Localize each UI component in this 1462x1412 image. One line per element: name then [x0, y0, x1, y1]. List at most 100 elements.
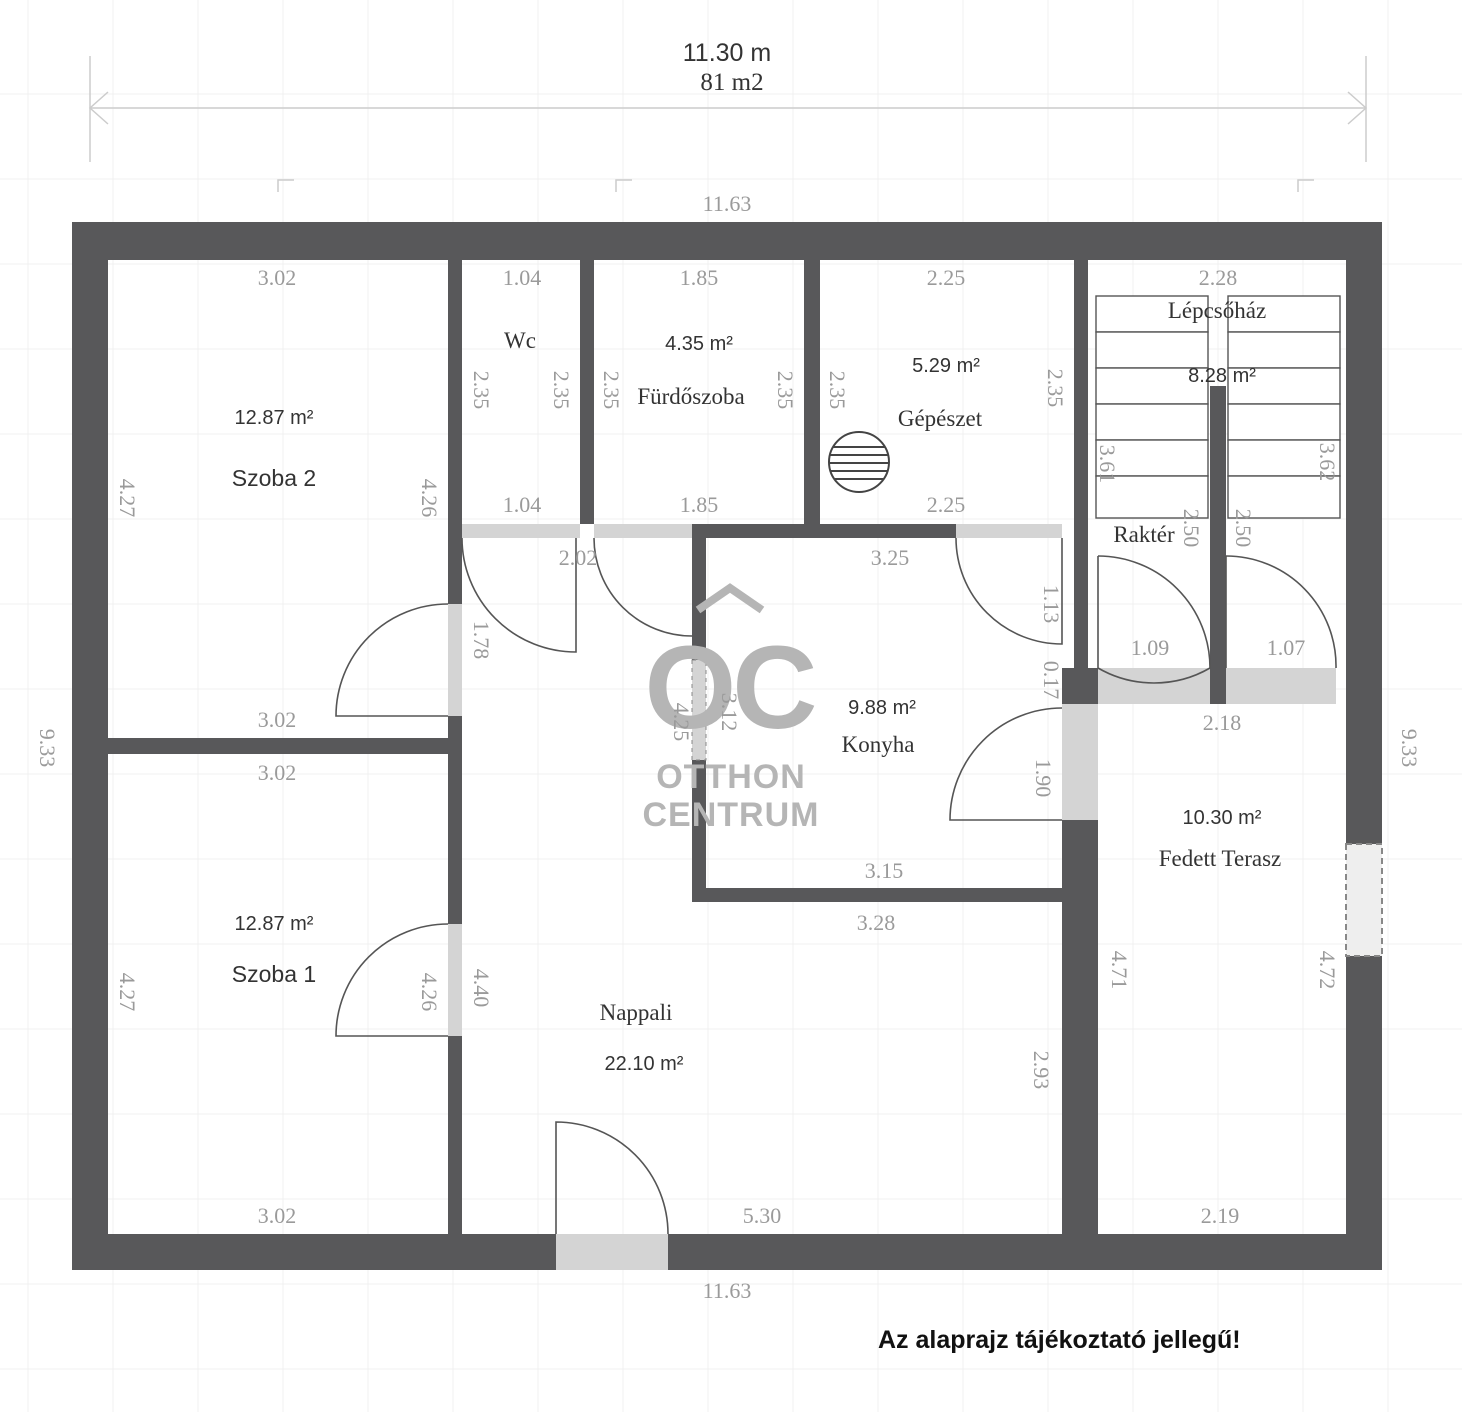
- room-area-szoba1: 12.87 m²: [235, 913, 314, 935]
- room-area-terasz: 10.30 m²: [1183, 807, 1262, 829]
- wall-furdo-gep: [804, 260, 820, 524]
- dim-szoba2-left: 4.27: [115, 479, 140, 518]
- dim-szoba1-top: 3.02: [258, 760, 297, 785]
- walls: [72, 222, 1382, 1270]
- room-name-szoba1: Szoba 1: [232, 961, 316, 987]
- dim-rakter-bottom-right: 1.07: [1267, 635, 1306, 660]
- opening-rakter-right: [1226, 668, 1336, 704]
- room-name-furdo: Fürdőszoba: [637, 384, 744, 409]
- logo-line2: CENTRUM: [643, 796, 820, 834]
- dim-furdo-bottom: 1.85: [680, 492, 719, 517]
- dim-szoba2-bottom: 3.02: [258, 707, 297, 732]
- dim-terasz-top: 2.18: [1203, 710, 1242, 735]
- disclaimer-text: Az alaprajz tájékoztató jellegű!: [878, 1326, 1241, 1354]
- opening-rakter-left: [1098, 668, 1210, 704]
- dim-terasz-left: 4.71: [1107, 951, 1132, 990]
- dim-outer-top: 11.63: [703, 191, 752, 216]
- opening-kitchen-left: [691, 659, 707, 761]
- dim-konyha-right-top: 1.13: [1039, 585, 1064, 624]
- room-area-gepeszet: 5.29 m²: [912, 355, 980, 377]
- dim-wc-left: 2.35: [469, 371, 494, 410]
- wall-kitchen-bottom: [692, 888, 1062, 902]
- outer-wall-left: [72, 222, 108, 1270]
- room-area-furdo: 4.35 m²: [665, 333, 733, 355]
- dim-szoba1-bottom: 3.02: [258, 1203, 297, 1228]
- room-name-gepeszet: Gépészet: [898, 406, 983, 431]
- room-area-lepcso: 8.28 m²: [1188, 365, 1256, 387]
- opening-szoba1: [448, 924, 462, 1036]
- dim-rakter-right: 2.50: [1231, 509, 1256, 548]
- dim-wc-bottom: 1.04: [503, 492, 542, 517]
- room-name-lepcso: Lépcsőház: [1168, 298, 1266, 323]
- opening-szoba2: [448, 604, 462, 716]
- dim-gep-top: 2.25: [927, 265, 966, 290]
- dim-rakter-bottom-left: 1.09: [1131, 635, 1170, 660]
- dim-nappali-right: 2.93: [1029, 1051, 1054, 1090]
- dim-furdo-top: 1.85: [680, 265, 719, 290]
- dim-konyha-right-bottom: 1.90: [1031, 759, 1056, 798]
- dim-szoba2-top: 3.02: [258, 265, 297, 290]
- logo-line1: OTTHON: [656, 758, 806, 796]
- dim-outer-left: 9.33: [35, 729, 60, 768]
- dim-gep-right: 2.35: [1043, 369, 1068, 408]
- outer-wall-top: [72, 222, 1382, 260]
- dim-konyha-below: 3.28: [857, 910, 896, 935]
- dim-szoba1-right: 4.26: [417, 973, 442, 1012]
- opening-wc: [462, 524, 580, 538]
- dim-outer-right: 9.33: [1397, 729, 1422, 768]
- opening-konyha-right: [1062, 704, 1098, 820]
- dim-furdo-left: 2.35: [599, 371, 624, 410]
- dim-lepcso-left: 3.61: [1095, 445, 1120, 484]
- wall-bedrooms-right-mid: [448, 716, 462, 924]
- dim-gep-left: 2.35: [825, 371, 850, 410]
- wall-wc-furdo: [580, 260, 594, 524]
- dim-wc-top: 1.04: [503, 265, 542, 290]
- wall-bedrooms-right-lower: [448, 1036, 462, 1234]
- wall-terrace-pillar: [1062, 668, 1098, 704]
- logo-initials: OC: [645, 622, 815, 754]
- room-labels: 12.87 m² Szoba 2 12.87 m² Szoba 1 Wc 4.3…: [232, 298, 1281, 1075]
- wall-openings: [448, 524, 1383, 1270]
- overall-width-label: 11.30 m: [683, 39, 771, 67]
- wall-gep-lepcso: [1074, 260, 1088, 668]
- opening-furdo: [594, 524, 692, 538]
- outer-wall-bottom: [72, 1234, 1382, 1270]
- overall-width-arrow: [88, 56, 1368, 192]
- wall-kitchen-top: [692, 524, 956, 538]
- dim-konyha-left2: 4.25: [669, 703, 694, 742]
- dim-terasz-right: 4.72: [1315, 951, 1340, 990]
- dim-rakter-left: 2.50: [1179, 509, 1204, 548]
- room-name-wc: Wc: [504, 328, 536, 353]
- dim-nappali-left: 4.40: [469, 969, 494, 1008]
- room-name-terasz: Fedett Terasz: [1159, 846, 1282, 871]
- dim-corridor-side: 1.78: [469, 621, 494, 660]
- dim-konyha-top: 3.25: [871, 545, 910, 570]
- room-name-konyha: Konyha: [842, 732, 915, 757]
- boiler-symbol: [828, 431, 890, 493]
- dim-furdo-right: 2.35: [773, 371, 798, 410]
- room-area-nappali: 22.10 m²: [605, 1053, 684, 1075]
- dim-gep-bottom: 2.25: [927, 492, 966, 517]
- dim-lepcso-top: 2.28: [1199, 265, 1238, 290]
- overall-area-label: 81 m2: [700, 69, 763, 96]
- room-name-rakter: Raktér: [1113, 522, 1175, 547]
- room-area-konyha: 9.88 m²: [848, 697, 916, 719]
- room-name-nappali: Nappali: [600, 1000, 673, 1025]
- dim-nappali-bottom: 5.30: [743, 1203, 782, 1228]
- wall-terrace-left: [1062, 820, 1098, 1234]
- outer-wall-right-upper: [1346, 222, 1382, 844]
- otthon-centrum-logo: OC OTTHON CENTRUM: [643, 583, 820, 834]
- dim-konyha-bottom: 3.15: [865, 858, 904, 883]
- door-swings: [335, 537, 1337, 1235]
- opening-entrance: [556, 1234, 668, 1270]
- opening-gep: [956, 524, 1062, 538]
- dim-lepcso-right: 3.62: [1315, 443, 1340, 482]
- dim-szoba2-right: 4.26: [417, 479, 442, 518]
- wall-stair-middle: [1210, 386, 1226, 704]
- dim-corridor: 2.02: [559, 545, 598, 570]
- staircase: [1095, 295, 1341, 519]
- dim-wc-right: 2.35: [549, 371, 574, 410]
- dim-terasz-bottom: 2.19: [1201, 1203, 1240, 1228]
